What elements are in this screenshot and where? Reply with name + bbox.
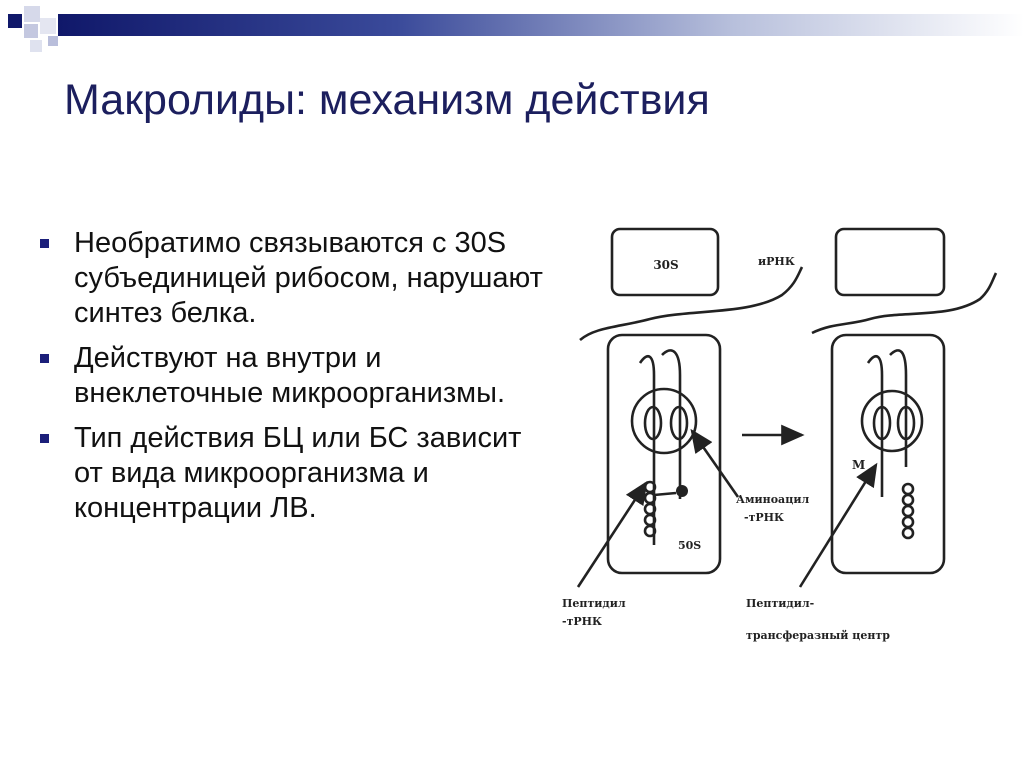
trna-line-right-2 [889,349,908,467]
bullet-square-icon [40,354,49,363]
ribosome-50s-left [606,333,722,575]
peptide-bead [901,482,915,496]
label-peptidyl-1: Пептидил [562,597,626,610]
bullet-square-icon [40,239,49,248]
aminoacyl-link [653,491,677,497]
mrna-strand-right [811,272,998,335]
label-m: M [852,458,865,472]
aminoacyl-dot [676,485,688,497]
label-30s: 30S [653,258,678,272]
peptide-bead [901,493,915,507]
peptide-bead [901,515,915,529]
peptide-bead [901,526,915,540]
bullet-square-icon [40,434,49,443]
trna-line-left-1 [638,354,656,545]
peptide-bead [643,524,657,538]
ribosome-30s-left [610,227,720,297]
bullet-item: Тип действия БЦ или БС зависит от вида м… [40,421,550,526]
corner-decoration [0,0,80,60]
header-bar [58,14,1024,36]
label-ptc-1: Пептидил- [746,597,814,610]
bullet-list: Необратимо связываются с 30S субъединице… [40,226,550,536]
ribosome-50s-right [830,333,946,575]
bullet-text: Действуют на внутри и внеклеточные микро… [74,342,506,409]
bullet-item: Необратимо связываются с 30S субъединице… [40,226,550,331]
trna-line-right-1 [866,354,884,497]
bullet-text: Необратимо связываются с 30S субъединице… [74,227,543,329]
arrow-ptc-right [798,462,878,588]
arrow-aminoacyl-left [690,428,740,498]
bullet-item: Действуют на внутри и внеклеточные микро… [40,341,550,411]
label-aminoacyl-1: Аминоацил [736,493,809,506]
mrna-strand-left [579,266,804,342]
label-ptc-2: трансферазный центр [746,629,890,642]
label-aminoacyl-2: -тРНК [744,511,784,524]
peptide-bead [901,504,915,518]
bullet-text: Тип действия БЦ или БС зависит от вида м… [74,422,522,524]
label-50s: 50S [678,539,701,552]
ribosome-diagram: 30S иРНК Аминоацил -тРНК 50S Пептидил -т… [562,227,998,642]
label-peptidyl-2: -тРНК [562,615,602,628]
arrow-peptidyl-left [576,480,648,588]
ribosome-circle-right [860,389,924,453]
ribosome-circle-left [630,387,698,455]
slide-title: Макролиды: механизм действия [64,76,710,124]
trna-line-left-2 [661,349,682,499]
label-mrna: иРНК [758,255,795,268]
ribosome-30s-right [834,227,946,297]
